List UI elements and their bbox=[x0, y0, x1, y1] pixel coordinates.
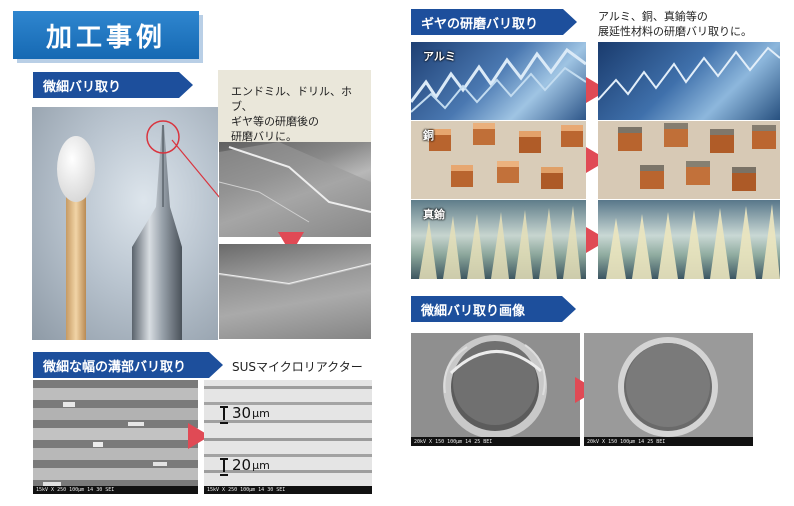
hole-after-image: 20kV X 150 100μm 14 25 BEI bbox=[584, 333, 753, 446]
groove-before-image: 15kV X 250 100μm 14 30 SEI bbox=[33, 380, 198, 494]
fine-deburr-caption-box: エンドミル、ドリル、ホブ、 ギヤ等の研磨後の 研磨バリに。 bbox=[218, 70, 371, 143]
brass-label: 真鍮 bbox=[423, 208, 445, 221]
dimension-bar-icon bbox=[220, 406, 228, 424]
measure-30-value: 30 bbox=[232, 404, 252, 422]
aluminum-after-image bbox=[598, 42, 780, 120]
aluminum-label: アルミ bbox=[423, 50, 456, 63]
dimension-bar-icon bbox=[220, 458, 228, 476]
measure-20-unit: μm bbox=[252, 458, 270, 472]
brass-after-image bbox=[598, 200, 780, 279]
fine-image-header: 微細バリ取り画像 bbox=[411, 296, 576, 322]
gear-caption-line-1: アルミ、銅、真鍮等の bbox=[598, 10, 708, 23]
copper-before-image: 銅 bbox=[411, 121, 586, 199]
groove-after-footer: 15kV X 250 100μm 14 30 SEI bbox=[207, 487, 286, 493]
fine-deburr-header: 微細バリ取り bbox=[33, 72, 193, 98]
measure-30-unit: μm bbox=[252, 406, 270, 420]
copper-after-image bbox=[598, 121, 780, 199]
hole-before-footer: 20kV X 150 100μm 14 25 BEI bbox=[414, 439, 493, 445]
caption-line-2: ギヤ等の研磨後の bbox=[231, 115, 319, 128]
tool-photo bbox=[32, 107, 218, 340]
gear-caption: アルミ、銅、真鍮等の 展延性材料の研磨バリ取りに。 bbox=[598, 9, 788, 39]
groove-subtitle: SUSマイクロリアクター bbox=[232, 360, 363, 374]
sem-after-image bbox=[219, 244, 371, 339]
hole-after-footer: 20kV X 150 100μm 14 25 BEI bbox=[587, 439, 666, 445]
gear-deburr-header: ギヤの研磨バリ取り bbox=[411, 9, 577, 35]
hole-before-image: 20kV X 150 100μm 14 25 BEI bbox=[411, 333, 580, 446]
aluminum-before-image: アルミ bbox=[411, 42, 586, 120]
page-title: 加工事例 bbox=[13, 11, 199, 59]
groove-deburr-header: 微細な幅の溝部バリ取り bbox=[33, 352, 223, 378]
sem-before-image bbox=[219, 142, 371, 237]
copper-label: 銅 bbox=[423, 129, 434, 142]
gear-caption-line-2: 展延性材料の研磨バリ取りに。 bbox=[598, 25, 752, 38]
measure-20-value: 20 bbox=[232, 456, 252, 474]
groove-before-footer: 15kV X 250 100μm 14 30 SEI bbox=[36, 487, 115, 493]
brass-before-image: 真鍮 bbox=[411, 200, 586, 279]
zoom-connector bbox=[171, 139, 221, 199]
caption-line-1: エンドミル、ドリル、ホブ、 bbox=[231, 85, 352, 113]
caption-line-3: 研磨バリに。 bbox=[231, 130, 297, 143]
